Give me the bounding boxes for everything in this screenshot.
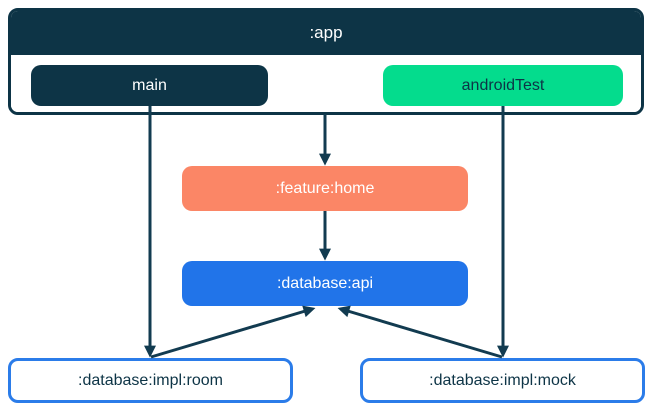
database-api-label: :database:api [276,274,374,292]
app-container-title: :app [309,23,343,42]
edge-database-impl-mock-to-database-api [337,305,503,359]
node-app-container: :app main androidTest [8,8,644,115]
app-container-header: :app [11,11,641,55]
edge-database-impl-room-to-database-api [150,305,316,359]
database-impl-mock-label: :database:impl:mock [429,371,576,389]
node-sourceset-main: main [31,65,268,106]
sourceset-main-label: main [132,76,167,94]
node-database-impl-room: :database:impl:room [8,358,293,403]
node-feature-home: :feature:home [182,166,468,211]
app-container-body: main androidTest [11,55,641,112]
feature-home-label: :feature:home [275,179,375,197]
node-database-api: :database:api [182,261,468,306]
node-sourceset-androidtest: androidTest [383,65,623,106]
node-database-impl-mock: :database:impl:mock [360,358,645,403]
database-impl-room-label: :database:impl:room [78,371,223,389]
sourceset-androidtest-label: androidTest [461,76,545,94]
